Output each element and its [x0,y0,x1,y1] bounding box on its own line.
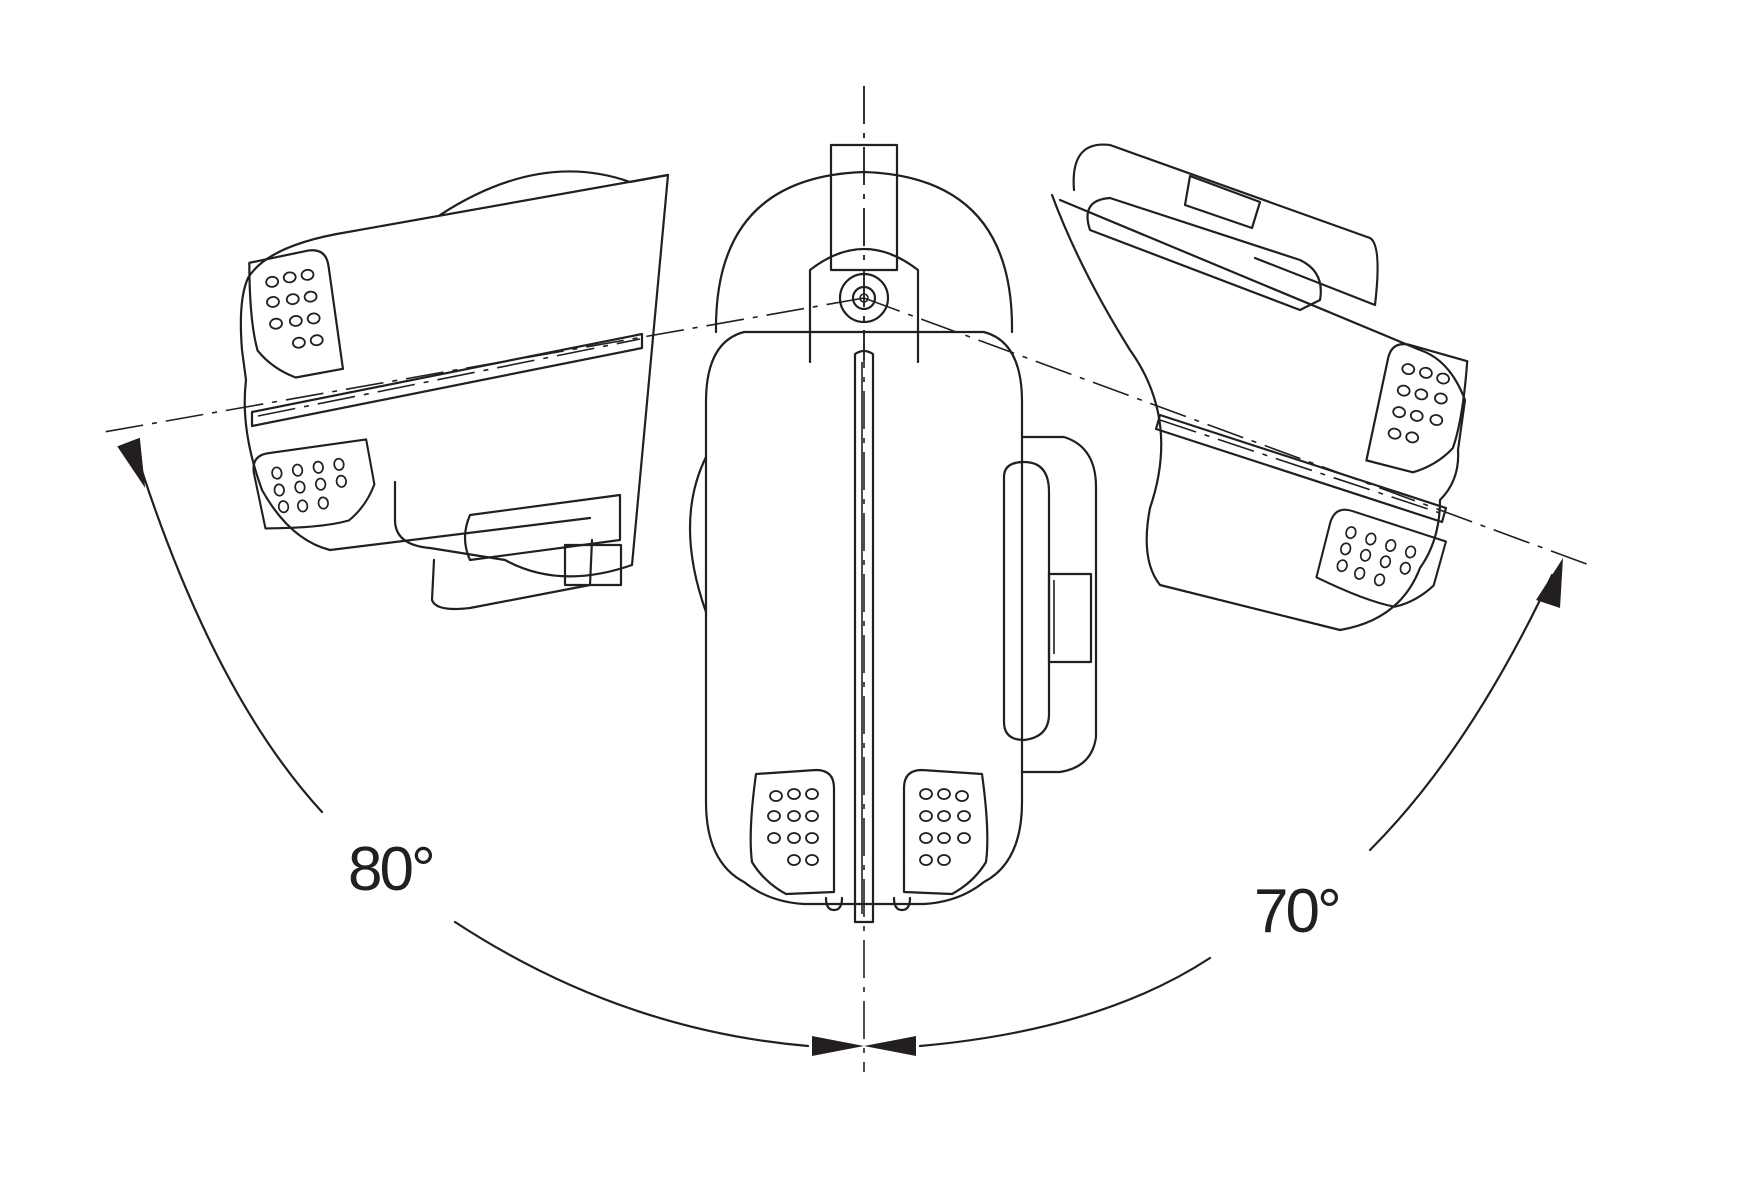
angle-label-right: 70° [1254,877,1339,946]
arrowhead-left-bottom [864,1036,916,1056]
head-unit-left-80deg [239,170,670,611]
arrowhead-right-bottom [812,1036,864,1056]
angle-label-left: 80° [348,835,433,904]
angle-arc-right [864,558,1563,1056]
arrowhead-up-right [1536,558,1563,608]
angle-arc-left [117,437,864,1056]
head-unit-center [690,172,1096,924]
arrowhead-up-left [117,437,146,488]
pivot-bracket [808,86,920,364]
head-unit-right-70deg [1050,143,1475,632]
